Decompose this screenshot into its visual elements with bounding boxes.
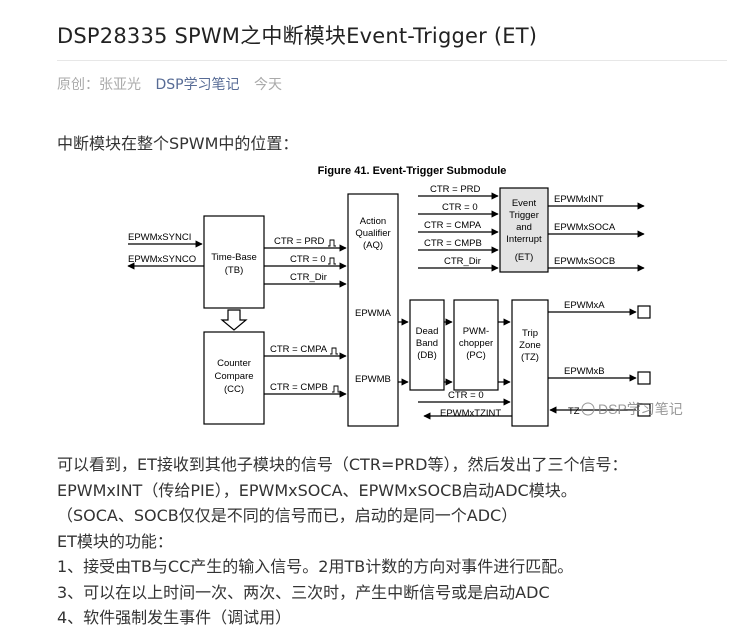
svg-text:CTR = PRD: CTR = PRD xyxy=(430,184,481,195)
svg-text:Band: Band xyxy=(416,338,438,349)
body-line: EPWMxINT（传给PIE），EPWMxSOCA、EPWMxSOCB启动ADC… xyxy=(57,480,577,500)
body-line: ET模块的功能： xyxy=(57,531,173,551)
svg-text:CTR = CMPA: CTR = CMPA xyxy=(424,220,482,231)
svg-text:CTR = PRD: CTR = PRD xyxy=(274,236,325,247)
body-line: 可以看到，ET接收到其他子模块的信号（CTR=PRD等），然后发出了三个信号： xyxy=(57,455,628,474)
svg-text:Trigger: Trigger xyxy=(509,210,539,221)
article-title: DSP28335 SPWM之中断模块Event-Trigger (ET) xyxy=(57,24,538,48)
article-meta: 原创：张亚光 DSP学习笔记 今天 xyxy=(57,74,292,94)
svg-text:CTR_Dir: CTR_Dir xyxy=(444,256,481,267)
article-body: 可以看到，ET接收到其他子模块的信号（CTR=PRD等），然后发出了三个信号： … xyxy=(57,452,747,631)
svg-text:CTR = 0: CTR = 0 xyxy=(442,202,478,213)
svg-text:CTR_Dir: CTR_Dir xyxy=(290,272,327,283)
svg-text:EPWMxINT: EPWMxINT xyxy=(554,194,604,205)
svg-text:PWM-: PWM- xyxy=(463,326,489,337)
svg-text:TZ: TZ xyxy=(568,406,580,417)
svg-text:Interrupt: Interrupt xyxy=(506,234,542,245)
svg-text:chopper: chopper xyxy=(459,338,493,349)
svg-text:Action: Action xyxy=(360,216,386,227)
body-line: （SOCA、SOCB仅仅是不同的信号而已，启动的是同一个ADC） xyxy=(57,506,518,525)
svg-text:EPWMxTZINT: EPWMxTZINT xyxy=(440,408,501,419)
cc-block xyxy=(203,331,265,425)
svg-text:(TZ): (TZ) xyxy=(521,352,539,363)
svg-text:EPWMA: EPWMA xyxy=(355,308,392,319)
svg-text:CTR = CMPB: CTR = CMPB xyxy=(270,382,328,393)
svg-text:Counter: Counter xyxy=(217,358,251,369)
intro-paragraph: 中断模块在整个SPWM中的位置： xyxy=(57,134,299,153)
svg-text:Event: Event xyxy=(512,198,537,209)
svg-text:(PC): (PC) xyxy=(466,350,486,361)
svg-text:DSP学习笔记: DSP学习笔记 xyxy=(598,401,683,417)
et-block xyxy=(499,187,549,273)
svg-text:(CC): (CC) xyxy=(224,384,244,395)
svg-text:EPWMxB: EPWMxB xyxy=(564,366,605,377)
body-line: 4、软件强制发生事件（调试用） xyxy=(57,608,292,627)
aq-block xyxy=(347,193,399,427)
svg-text:Trip: Trip xyxy=(522,328,538,339)
svg-text:EPWMxSOCA: EPWMxSOCA xyxy=(554,222,616,233)
pc-block xyxy=(453,299,499,391)
svg-text:EPWMxSYNCO: EPWMxSYNCO xyxy=(128,254,196,265)
svg-text:Time-Base: Time-Base xyxy=(211,252,257,263)
svg-text:CTR = 0: CTR = 0 xyxy=(448,390,484,401)
svg-text:(TB): (TB) xyxy=(225,265,243,276)
tb-block xyxy=(203,215,265,309)
svg-text:Dead: Dead xyxy=(416,326,439,337)
svg-text:EPWMxSYNCI: EPWMxSYNCI xyxy=(128,232,191,243)
event-trigger-figure: Figure 41. Event-Trigger Submodule Time-… xyxy=(127,165,683,427)
publish-date: 今天 xyxy=(254,77,283,93)
svg-text:Qualifier: Qualifier xyxy=(355,228,390,239)
svg-text:CTR = CMPA: CTR = CMPA xyxy=(270,344,328,355)
author: 原创：张亚光 xyxy=(57,77,141,93)
svg-text:Compare: Compare xyxy=(214,371,253,382)
account-link[interactable]: DSP学习笔记 xyxy=(155,77,240,93)
svg-text:EPWMB: EPWMB xyxy=(355,374,391,385)
body-line: 3、可以在以上时间一次、两次、三次时，产生中断信号或是启动ADC xyxy=(57,582,550,602)
svg-text:(DB): (DB) xyxy=(417,350,437,361)
svg-text:CTR = CMPB: CTR = CMPB xyxy=(424,238,482,249)
svg-text:EPWMxA: EPWMxA xyxy=(564,300,605,311)
tz-block xyxy=(511,299,549,427)
figure-caption: Figure 41. Event-Trigger Submodule xyxy=(318,165,507,177)
watermark: DSP学习笔记 xyxy=(581,401,683,417)
svg-text:and: and xyxy=(516,222,532,233)
title-divider xyxy=(57,60,727,61)
svg-text:(ET): (ET) xyxy=(515,252,533,263)
body-line: 1、接受由TB与CC产生的输入信号。2用TB计数的方向对事件进行匹配。 xyxy=(57,557,574,576)
svg-text:(AQ): (AQ) xyxy=(363,240,383,251)
svg-text:Zone: Zone xyxy=(519,340,541,351)
db-block xyxy=(409,299,445,391)
svg-text:EPWMxSOCB: EPWMxSOCB xyxy=(554,256,615,267)
svg-text:CTR = 0: CTR = 0 xyxy=(290,254,326,265)
